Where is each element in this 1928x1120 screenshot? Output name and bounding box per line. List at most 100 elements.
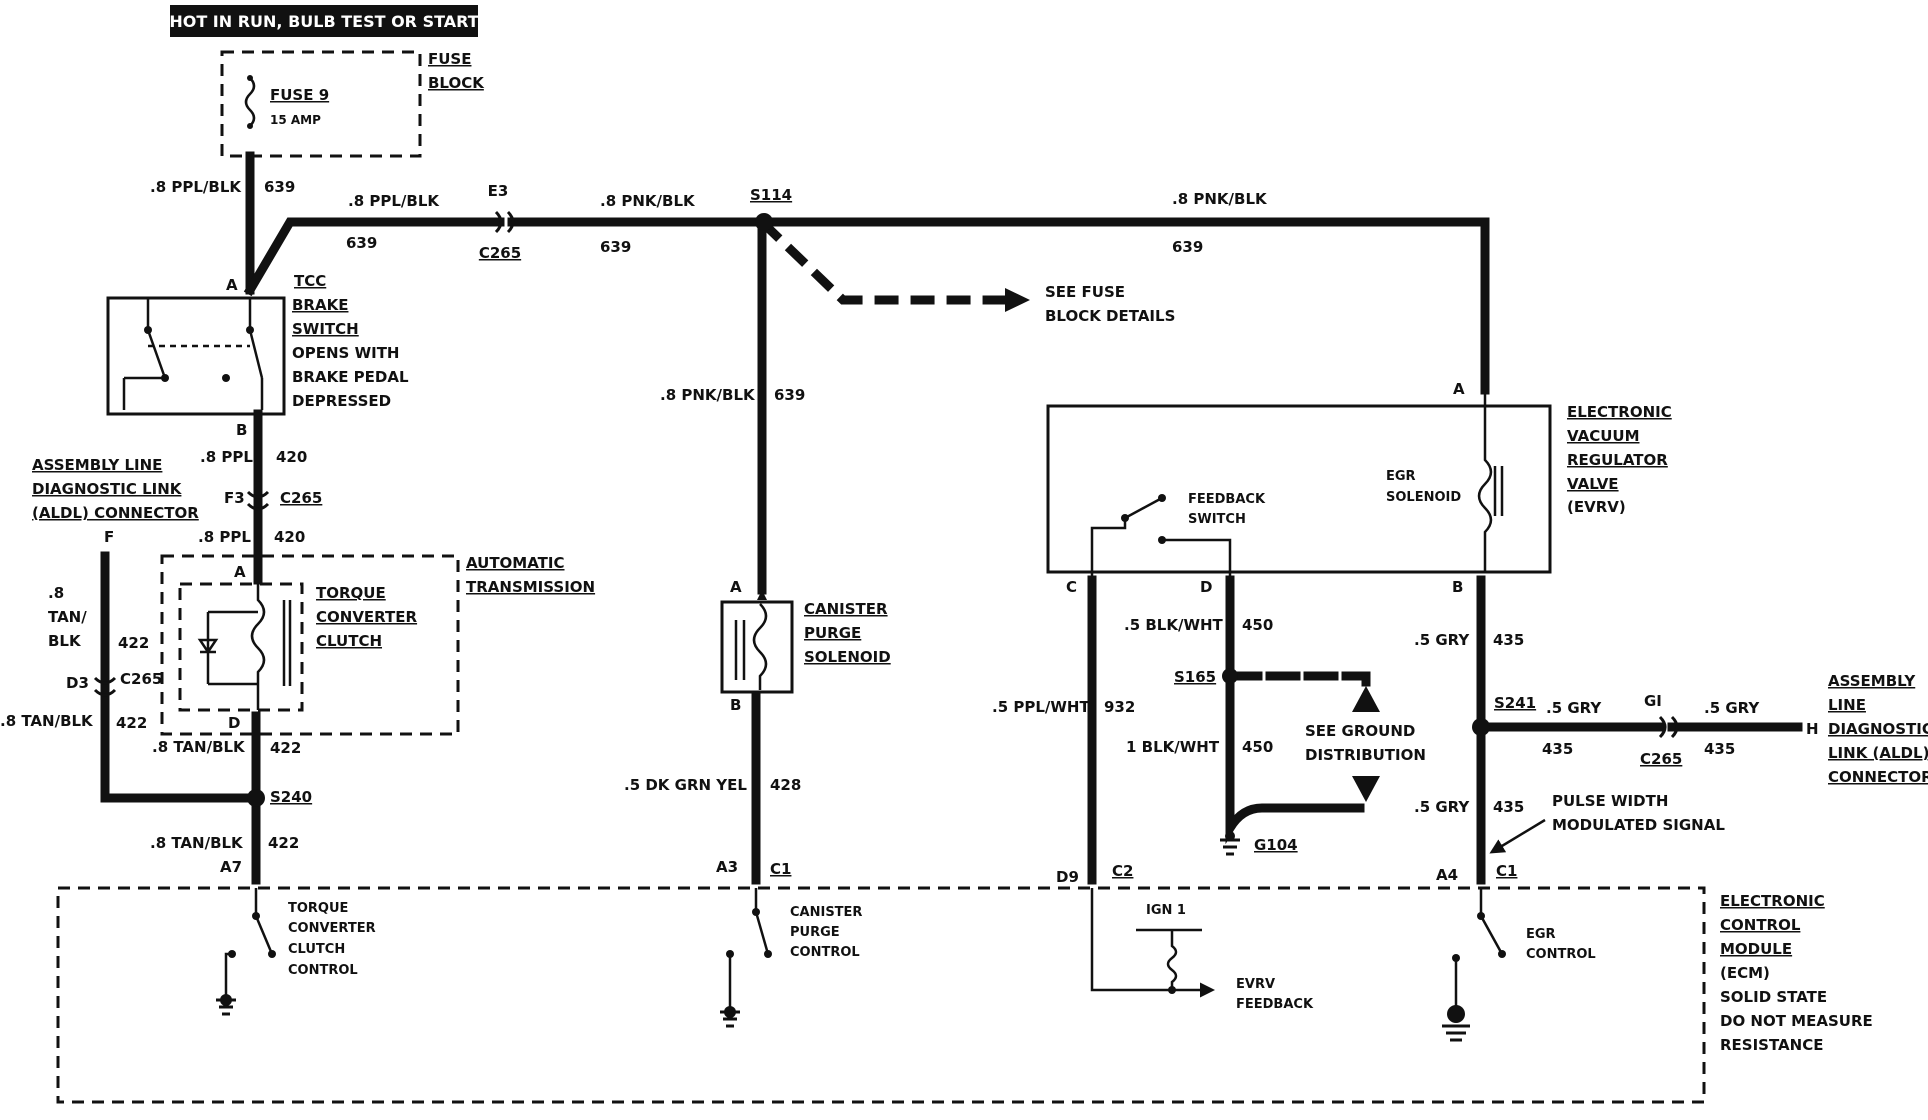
splice-s165 bbox=[1222, 668, 1238, 684]
wire-422-lower-left-gauge: .8 TAN/BLK bbox=[0, 712, 94, 730]
fuse-rating: 15 AMP bbox=[270, 113, 321, 127]
wire-639: E3 C265 S114 bbox=[243, 151, 1490, 595]
fuse-block-label-1: FUSE bbox=[428, 50, 471, 68]
canister-purge-solenoid-label-2: PURGE bbox=[804, 624, 861, 642]
tcc-brake-switch-label-1: TCC bbox=[294, 272, 326, 290]
egr-solenoid-label-2: SOLENOID bbox=[1386, 490, 1461, 505]
ecm-tcc-label-4: CONTROL bbox=[288, 963, 358, 978]
ecm-label-5: SOLID STATE bbox=[1720, 988, 1827, 1006]
torque-converter-clutch-label-1: TORQUE bbox=[316, 584, 386, 602]
connector-c1-b: C1 bbox=[1496, 862, 1517, 880]
wire-420-b-circuit: 420 bbox=[274, 528, 305, 546]
ground-g104-symbol bbox=[1220, 838, 1240, 856]
ecm-label-7: RESISTANCE bbox=[1720, 1036, 1823, 1054]
torque-converter-clutch-label-3: CLUTCH bbox=[316, 632, 382, 650]
pin-b-canister: B bbox=[730, 696, 741, 714]
wire-422-aldl-gauge-2: TAN/ bbox=[48, 608, 87, 626]
evrv-label-1: ELECTRONIC bbox=[1567, 403, 1672, 421]
connector-f3: F3 bbox=[224, 489, 245, 507]
wire-435-b-circuit: 435 bbox=[1542, 740, 1573, 758]
wire-435-c-circuit: 435 bbox=[1704, 740, 1735, 758]
see-ground-label-1: SEE GROUND bbox=[1305, 722, 1415, 740]
ecm-label-1: ELECTRONIC bbox=[1720, 892, 1825, 910]
wire-420 bbox=[246, 409, 270, 585]
aldl-right-label-2: LINE bbox=[1828, 696, 1866, 714]
wire-428-circuit: 428 bbox=[770, 776, 801, 794]
wire-422-lower-left-circuit: 422 bbox=[116, 714, 147, 732]
wire-422-mid-gauge: .8 TAN/BLK bbox=[152, 738, 246, 756]
pin-d-evrv: D bbox=[1200, 578, 1212, 596]
wire-639-h1-circuit: 639 bbox=[346, 234, 377, 252]
wire-428-gauge: .5 DK GRN YEL bbox=[624, 776, 747, 794]
connector-c265-d: C265 bbox=[1640, 750, 1682, 768]
pin-a3: A3 bbox=[716, 858, 738, 876]
header-title: HOT IN RUN, BULB TEST OR START bbox=[169, 12, 478, 31]
ecm-label-6: DO NOT MEASURE bbox=[1720, 1012, 1873, 1030]
fuse-block-label-2: BLOCK bbox=[428, 74, 485, 92]
wire-639-h2-gauge: .8 PNK/BLK bbox=[600, 192, 696, 210]
aldl-right-label-3: DIAGNOSTIC bbox=[1828, 720, 1928, 738]
wire-422-mid-circuit: 422 bbox=[270, 739, 301, 757]
wire-422 bbox=[93, 551, 265, 885]
automatic-transmission-label-1: AUTOMATIC bbox=[466, 554, 565, 572]
pin-f-aldl: F bbox=[104, 528, 114, 546]
see-fuse-label-2: BLOCK DETAILS bbox=[1045, 307, 1175, 325]
ecm-tcc-label-3: CLUTCH bbox=[288, 942, 345, 957]
splice-s241 bbox=[1472, 718, 1490, 736]
wire-450-b-gauge: 1 BLK/WHT bbox=[1126, 738, 1220, 756]
ecm-egr-label-1: EGR bbox=[1526, 927, 1556, 942]
aldl-left-label-2: DIAGNOSTIC LINK bbox=[32, 480, 183, 498]
wire-450 bbox=[1220, 575, 1380, 856]
ecm-label-4: (ECM) bbox=[1720, 964, 1770, 982]
pin-a-tcc: A bbox=[226, 276, 238, 294]
splice-s165-label: S165 bbox=[1174, 668, 1216, 686]
ecm-tcc-label-2: CONVERTER bbox=[288, 921, 376, 936]
pin-b-evrv: B bbox=[1452, 578, 1463, 596]
splice-s241-label: S241 bbox=[1494, 694, 1536, 712]
pin-a4: A4 bbox=[1436, 866, 1458, 884]
wire-639-h3-circuit: 639 bbox=[1172, 238, 1203, 256]
wire-435-d-gauge: .5 GRY bbox=[1414, 798, 1470, 816]
splice-s240 bbox=[247, 789, 265, 807]
aldl-right-label-1: ASSEMBLY bbox=[1828, 672, 1916, 690]
wire-639-top-gauge: .8 PPL/BLK bbox=[150, 178, 242, 196]
egr-solenoid-label-1: EGR bbox=[1386, 469, 1416, 484]
wire-639-h1-gauge: .8 PPL/BLK bbox=[348, 192, 440, 210]
pin-d-tcc-clutch: D bbox=[228, 714, 240, 732]
connector-gi: GI bbox=[1644, 692, 1662, 710]
evrv-label-3: REGULATOR bbox=[1567, 451, 1668, 469]
ecm-canister-label-1: CANISTER bbox=[790, 905, 862, 920]
wire-435-c-gauge: .5 GRY bbox=[1704, 699, 1760, 717]
pin-b-tcc: B bbox=[236, 421, 247, 439]
feedback-switch-label-2: SWITCH bbox=[1188, 512, 1246, 527]
canister-purge-solenoid-label-3: SOLENOID bbox=[804, 648, 891, 666]
pin-c-evrv: C bbox=[1066, 578, 1077, 596]
ecm-evrv-feedback-label-2: FEEDBACK bbox=[1236, 997, 1314, 1012]
evrv: A bbox=[1046, 380, 1552, 580]
pin-h: H bbox=[1806, 720, 1819, 738]
aldl-left-label-1: ASSEMBLY LINE bbox=[32, 456, 162, 474]
wire-639-h2-circuit: 639 bbox=[600, 238, 631, 256]
connector-e3: E3 bbox=[488, 182, 509, 200]
wire-639-top-circuit: 639 bbox=[264, 178, 295, 196]
pin-a7: A7 bbox=[220, 858, 242, 876]
wire-435-d-circuit: 435 bbox=[1493, 798, 1524, 816]
tcc-brake-switch-label-5: BRAKE PEDAL bbox=[292, 368, 409, 386]
wire-932-circuit: 932 bbox=[1104, 698, 1135, 716]
ecm-label-2: CONTROL bbox=[1720, 916, 1801, 934]
tcc-brake-switch-label-6: DEPRESSED bbox=[292, 392, 391, 410]
splice-s114 bbox=[755, 213, 773, 231]
wire-639-v-circuit: 639 bbox=[774, 386, 805, 404]
see-fuse-arrow bbox=[1005, 288, 1030, 312]
tcc-brake-switch-label-2: BRAKE bbox=[292, 296, 348, 314]
wire-422-aldl-circuit: 422 bbox=[118, 634, 149, 652]
wire-435-a-circuit: 435 bbox=[1493, 631, 1524, 649]
pin-a-tcc-clutch: A bbox=[234, 563, 246, 581]
ground-g104-label: G104 bbox=[1254, 836, 1298, 854]
connector-c2: C2 bbox=[1112, 862, 1133, 880]
aldl-right-label-5: CONNECTOR bbox=[1828, 768, 1928, 786]
tcc-brake-switch-label-3: SWITCH bbox=[292, 320, 359, 338]
ecm-tcc-label-1: TORQUE bbox=[288, 901, 348, 916]
tcc-brake-switch-label-4: OPENS WITH bbox=[292, 344, 399, 362]
